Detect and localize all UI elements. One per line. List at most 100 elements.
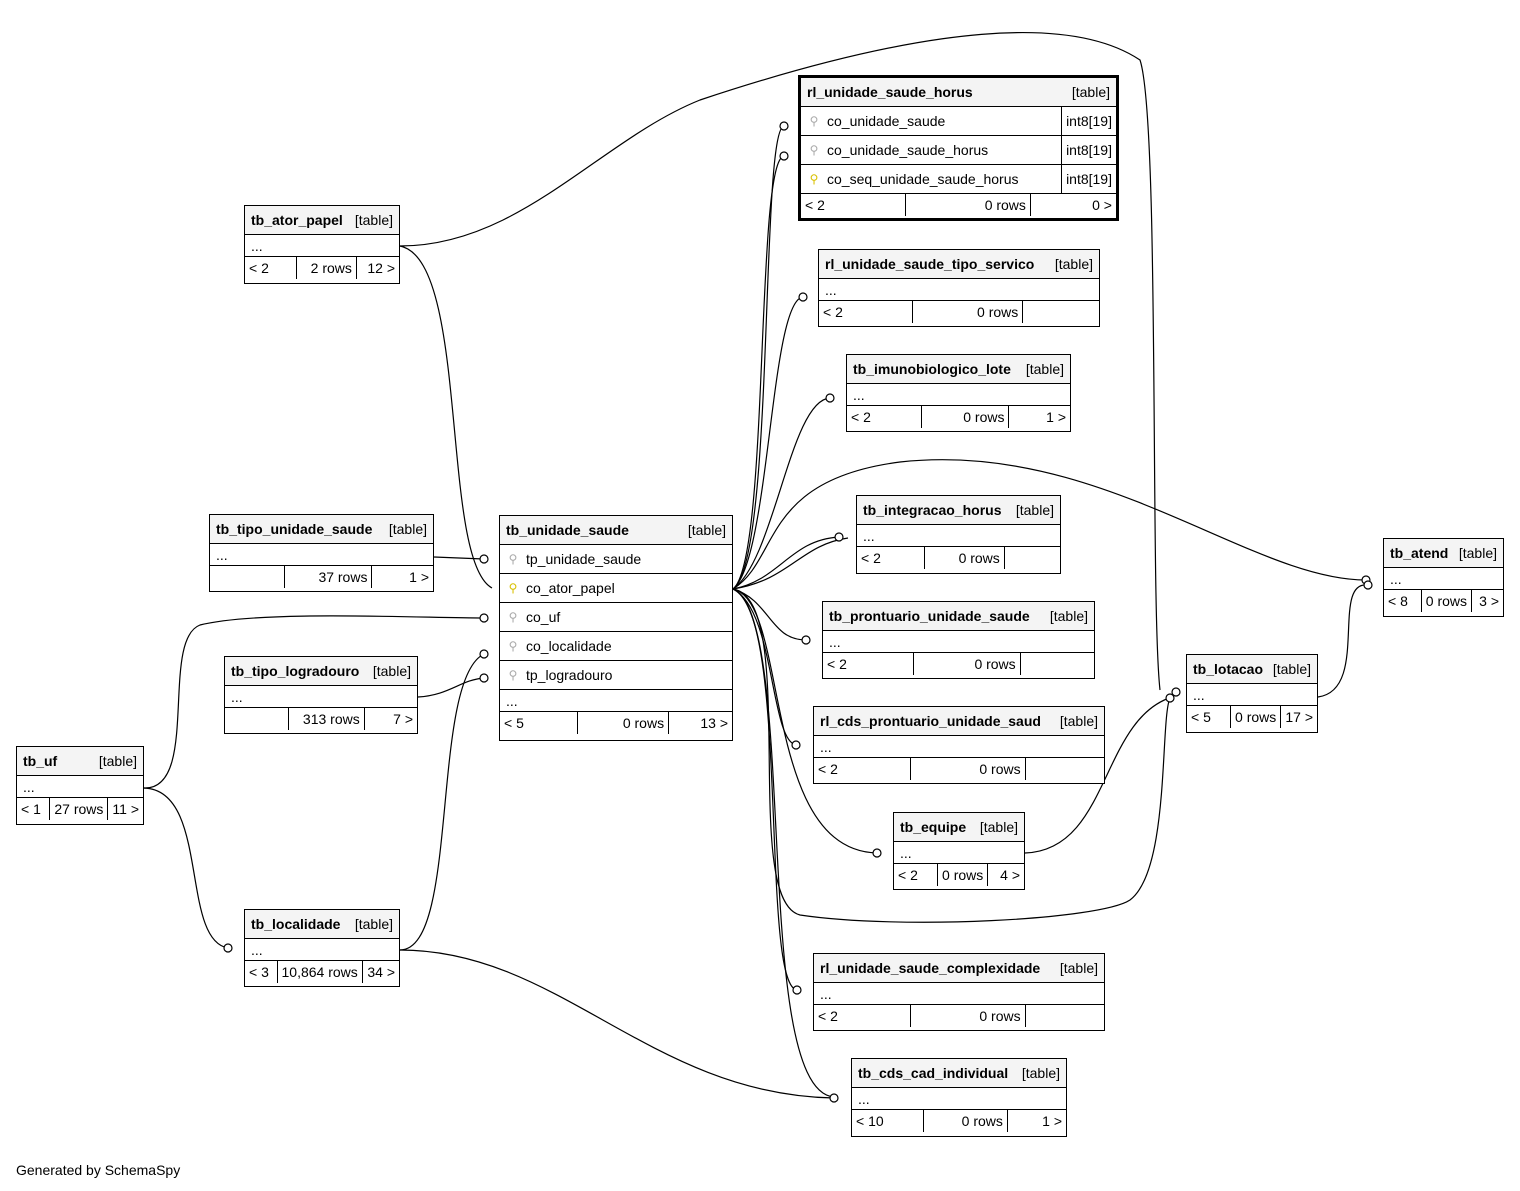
table-tb-prontuario-unidade-saude[interactable]: tb_prontuario_unidade_saude[table] ... <…: [822, 601, 1095, 679]
children-link[interactable]: 4 >: [1000, 867, 1020, 883]
column-name: co_seq_unidade_saude_horus: [827, 171, 1019, 187]
table-name: tb_imunobiologico_lote: [853, 361, 1011, 377]
columns-ellipsis: ...: [1187, 684, 1317, 706]
parents-link[interactable]: < 8: [1384, 590, 1422, 612]
table-tb-unidade-saude[interactable]: tb_unidade_saude[table] ⚲tp_unidade_saud…: [499, 515, 733, 741]
children-link[interactable]: [1026, 758, 1104, 780]
edge-hub-tiposervico: [732, 296, 804, 590]
children-link[interactable]: [1021, 653, 1094, 675]
edge-ator-papel-horus: [399, 31, 1161, 691]
table-tb-tipo-unidade-saude[interactable]: tb_tipo_unidade_saude[table] ... 37 rows…: [209, 514, 434, 592]
children-link[interactable]: 3 >: [1479, 593, 1499, 609]
table-type: [table]: [979, 819, 1018, 835]
row-count: 10,864 rows: [278, 961, 363, 983]
table-type: [table]: [1015, 502, 1054, 518]
edge-ator-papel-unidade: [399, 245, 493, 589]
table-type: [table]: [1054, 256, 1093, 272]
columns-ellipsis: ...: [17, 776, 143, 798]
children-link[interactable]: 1 >: [409, 569, 429, 585]
parents-link[interactable]: < 1: [17, 798, 51, 820]
table-type: [table]: [1025, 361, 1064, 377]
parents-link[interactable]: < 10: [852, 1110, 924, 1132]
columns-ellipsis: ...: [245, 235, 399, 257]
column-name: co_ator_papel: [526, 580, 615, 596]
columns-ellipsis: ...: [814, 736, 1104, 758]
children-link[interactable]: 1 >: [1042, 1113, 1063, 1129]
table-type: [table]: [1049, 608, 1088, 624]
table-name: rl_unidade_saude_horus: [807, 84, 973, 100]
children-link[interactable]: 0 >: [1092, 197, 1112, 213]
parents-link[interactable]: < 5: [500, 712, 578, 734]
parents-link[interactable]: [225, 708, 290, 730]
table-rl-unidade-saude-complexidade[interactable]: rl_unidade_saude_complexidade[table] ...…: [813, 953, 1105, 1031]
children-link[interactable]: 34 >: [367, 964, 395, 980]
table-name: tb_cds_cad_individual: [858, 1065, 1009, 1081]
table-rl-unidade-saude-tipo-servico[interactable]: rl_unidade_saude_tipo_servico[table] ...…: [818, 249, 1100, 327]
parents-link[interactable]: < 5: [1187, 706, 1231, 728]
table-name: tb_ator_papel: [251, 212, 343, 228]
edge-lotacao-atend: [1317, 584, 1369, 698]
table-type: [table]: [354, 916, 393, 932]
foreign-key-icon: ⚲: [809, 143, 819, 157]
children-link[interactable]: 13 >: [700, 715, 729, 731]
column-name: co_localidade: [526, 638, 612, 654]
parents-link[interactable]: < 2: [823, 653, 914, 675]
parents-link[interactable]: < 2: [814, 1005, 911, 1027]
parents-link[interactable]: < 2: [847, 406, 922, 428]
row-count: 37 rows: [285, 566, 373, 588]
table-rl-cds-prontuario-unidade-saud[interactable]: rl_cds_prontuario_unidade_saud[table] ..…: [813, 706, 1105, 784]
table-name: rl_unidade_saude_tipo_servico: [825, 256, 1035, 272]
table-rl-unidade-saude-horus[interactable]: rl_unidade_saude_horus[table] ⚲co_unidad…: [798, 75, 1119, 221]
parents-link[interactable]: < 3: [245, 961, 278, 983]
table-type: [table]: [1272, 661, 1311, 677]
children-link[interactable]: 11 >: [112, 801, 139, 817]
columns-ellipsis: ...: [823, 631, 1094, 653]
primary-key-icon: ⚲: [508, 581, 518, 595]
parents-link[interactable]: < 2: [801, 194, 907, 216]
edge-hub-cds: [732, 588, 835, 1098]
parents-link[interactable]: < 2: [894, 864, 938, 886]
row-count: 0 rows: [906, 194, 1031, 216]
row-count: 313 rows: [289, 708, 365, 730]
children-link[interactable]: 17 >: [1285, 709, 1313, 725]
row-count: 27 rows: [50, 798, 109, 820]
children-link[interactable]: [1005, 547, 1060, 569]
columns-ellipsis: ...: [210, 544, 433, 566]
table-name: tb_atend: [1390, 545, 1449, 561]
children-link[interactable]: 12 >: [367, 260, 396, 276]
table-name: tb_tipo_unidade_saude: [216, 521, 373, 537]
table-name: tb_uf: [23, 753, 58, 769]
parents-link[interactable]: < 2: [857, 547, 925, 569]
edge-hub-imuno: [732, 397, 831, 590]
parents-link[interactable]: [210, 566, 285, 588]
children-link[interactable]: [1023, 301, 1099, 323]
children-link[interactable]: 1 >: [1046, 409, 1066, 425]
edge-hub-horus2: [732, 155, 785, 590]
children-link[interactable]: 7 >: [393, 711, 413, 727]
table-type: [table]: [354, 212, 393, 228]
edge-tipo-unidade: [433, 556, 485, 560]
edge-hub-integracao2: [732, 537, 849, 590]
columns-ellipsis: ...: [894, 842, 1024, 864]
table-name: tb_unidade_saude: [506, 522, 629, 538]
parents-link[interactable]: < 2: [245, 257, 297, 279]
edge-uf-unidade: [143, 615, 485, 789]
children-link[interactable]: [1026, 1005, 1104, 1027]
columns-ellipsis: ...: [1384, 568, 1503, 590]
edge-hub-horus1: [732, 125, 785, 590]
table-type: [table]: [1059, 713, 1098, 729]
parents-link[interactable]: < 2: [819, 301, 913, 323]
edge-hub-cdsprontuario: [732, 588, 797, 746]
parents-link[interactable]: < 2: [814, 758, 911, 780]
